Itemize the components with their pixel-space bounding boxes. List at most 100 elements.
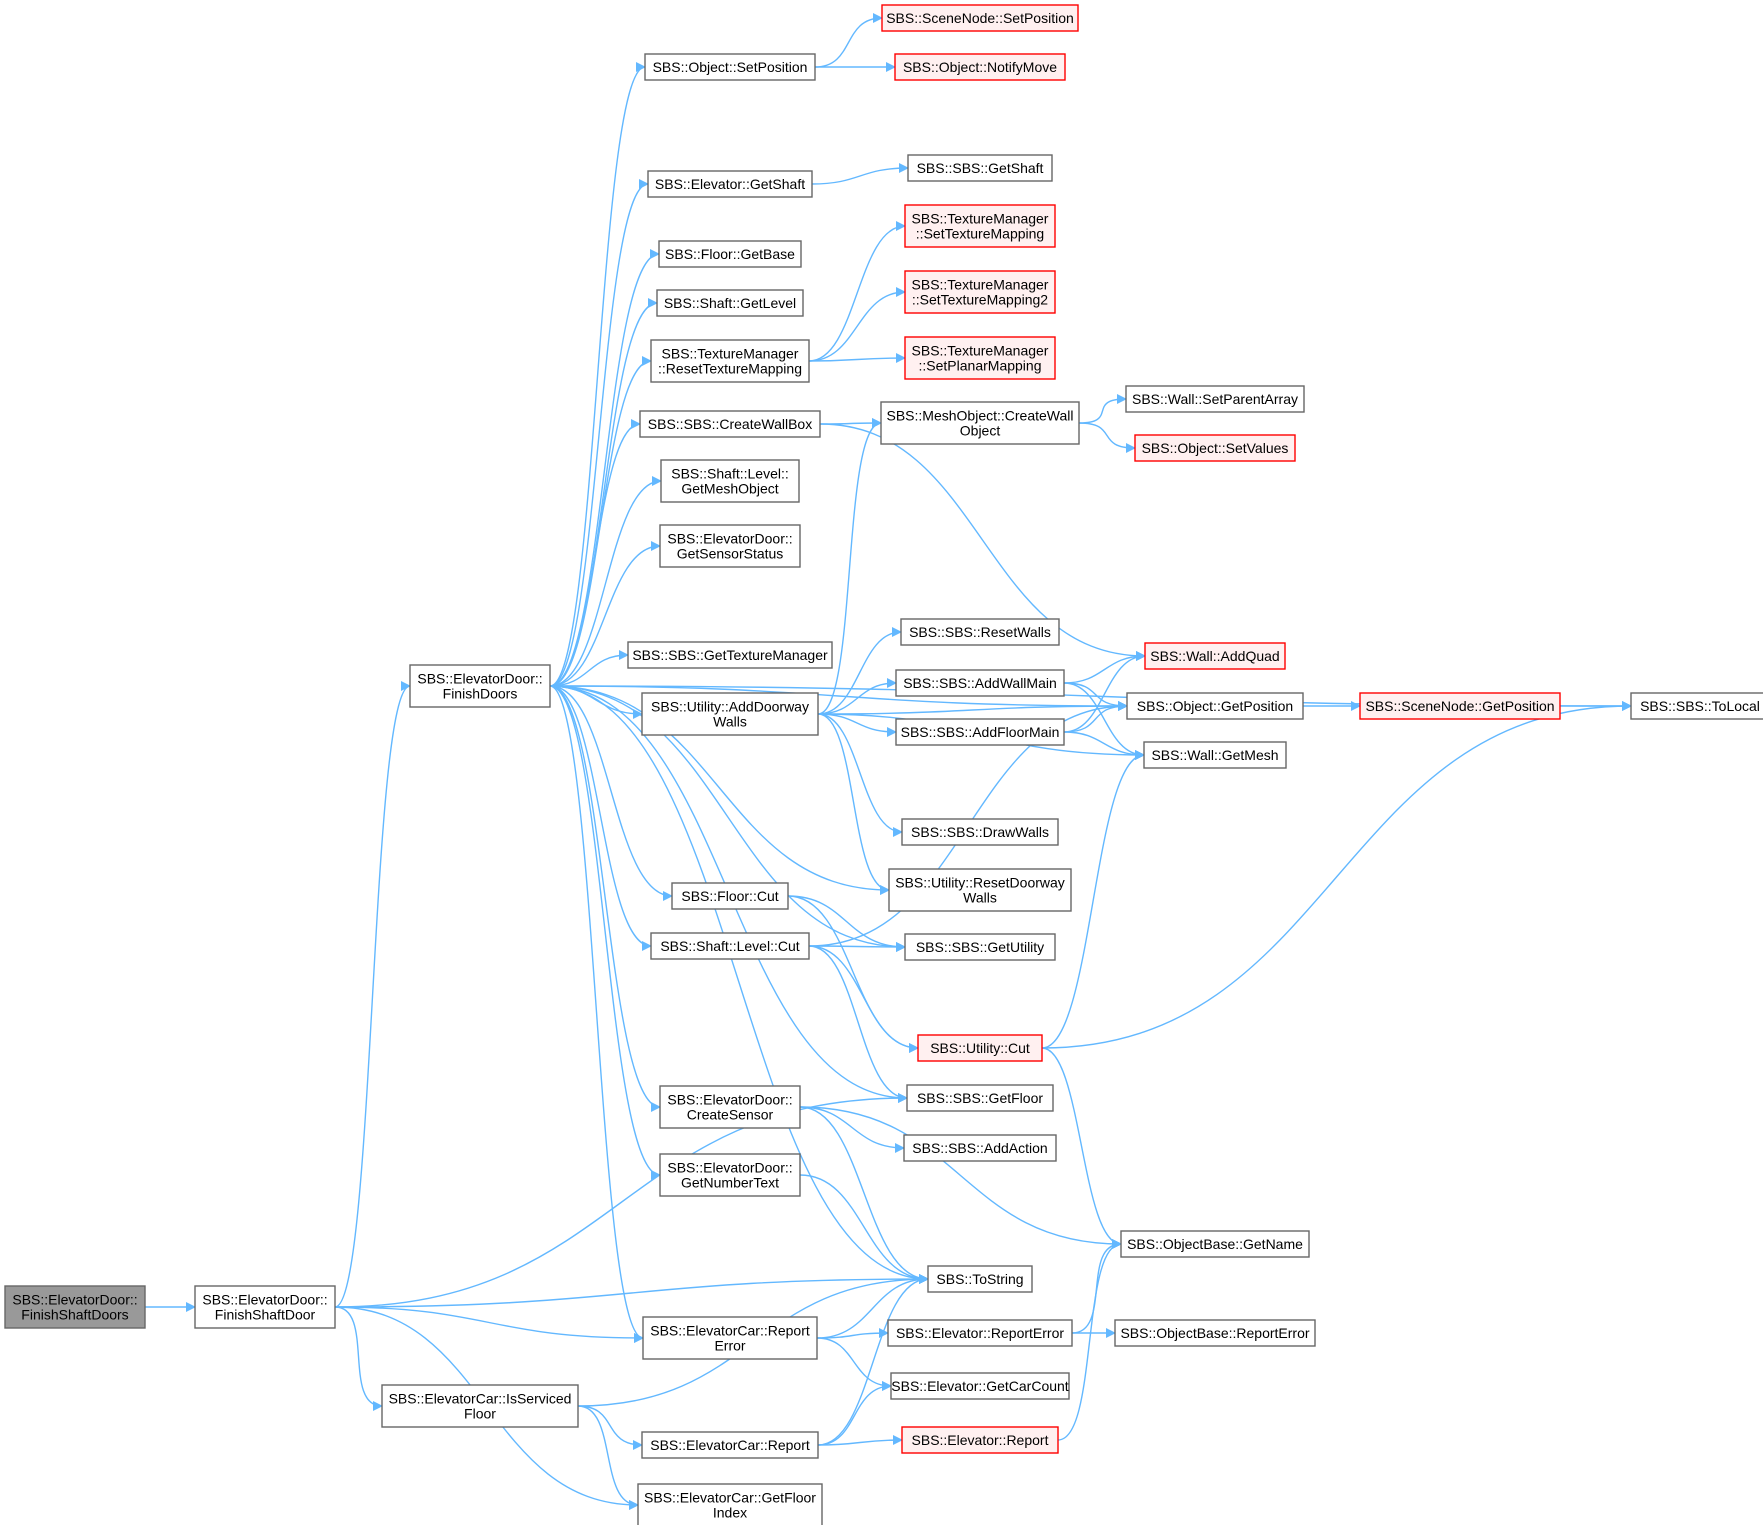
node-slc[interactable]: SBS::Shaft::Level::Cut	[650, 932, 810, 960]
node-box[interactable]	[659, 1085, 801, 1129]
node-box[interactable]	[887, 1319, 1073, 1347]
node-box[interactable]	[409, 664, 551, 708]
node-wgm[interactable]: SBS::Wall::GetMesh	[1143, 741, 1287, 769]
node-tmstm[interactable]: SBS::TextureManager::SetTextureMapping	[904, 204, 1056, 248]
node-box[interactable]	[895, 718, 1065, 746]
node-ogp[interactable]: SBS::Object::GetPosition	[1126, 692, 1304, 720]
node-box[interactable]	[659, 524, 801, 568]
node-osp[interactable]: SBS::Object::SetPosition	[644, 53, 816, 81]
node-sresetw[interactable]: SBS::SBS::ResetWalls	[900, 618, 1060, 646]
node-box[interactable]	[1120, 1230, 1310, 1258]
node-onm[interactable]: SBS::Object::NotifyMove	[894, 53, 1066, 81]
node-box[interactable]	[1630, 692, 1763, 720]
node-er[interactable]: SBS::Elevator::Report	[901, 1426, 1059, 1454]
node-box[interactable]	[637, 1483, 823, 1525]
node-uc[interactable]: SBS::Utility::Cut	[917, 1034, 1043, 1062]
node-sgtm[interactable]: SBS::SBS::GetTextureManager	[627, 641, 833, 669]
node-saa[interactable]: SBS::SBS::AddAction	[903, 1134, 1057, 1162]
node-box[interactable]	[194, 1285, 336, 1329]
node-root[interactable]: SBS::ElevatorDoor::FinishShaftDoors	[4, 1285, 146, 1329]
node-box[interactable]	[381, 1384, 579, 1428]
node-ecre[interactable]: SBS::ElevatorCar::ReportError	[642, 1316, 818, 1360]
node-box[interactable]	[627, 641, 833, 669]
node-ecr[interactable]: SBS::ElevatorCar::Report	[641, 1431, 819, 1459]
node-box[interactable]	[906, 1084, 1054, 1112]
node-fsd[interactable]: SBS::ElevatorDoor::FinishShaftDoor	[194, 1285, 336, 1329]
node-box[interactable]	[881, 4, 1079, 32]
node-box[interactable]	[1125, 385, 1305, 413]
node-safm[interactable]: SBS::SBS::AddFloorMain	[895, 718, 1065, 746]
node-ere[interactable]: SBS::Elevator::ReportError	[887, 1319, 1073, 1347]
node-box[interactable]	[639, 410, 821, 438]
node-sgs[interactable]: SBS::SBS::GetShaft	[907, 154, 1053, 182]
node-egs[interactable]: SBS::Elevator::GetShaft	[647, 170, 813, 198]
node-edgss[interactable]: SBS::ElevatorDoor::GetSensorStatus	[659, 524, 801, 568]
node-sgl[interactable]: SBS::Shaft::GetLevel	[656, 289, 804, 317]
node-stl[interactable]: SBS::SBS::ToLocal	[1630, 692, 1763, 720]
node-wspa[interactable]: SBS::Wall::SetParentArray	[1125, 385, 1305, 413]
node-cwb[interactable]: SBS::SBS::CreateWallBox	[639, 410, 821, 438]
node-tmrtm[interactable]: SBS::TextureManager::ResetTextureMapping	[650, 339, 810, 383]
node-box[interactable]	[641, 1431, 819, 1459]
node-sawm[interactable]: SBS::SBS::AddWallMain	[895, 669, 1065, 697]
node-box[interactable]	[901, 1426, 1059, 1454]
node-box[interactable]	[904, 933, 1056, 961]
node-fd[interactable]: SBS::ElevatorDoor::FinishDoors	[409, 664, 551, 708]
node-box[interactable]	[659, 1153, 801, 1197]
node-box[interactable]	[904, 270, 1056, 314]
node-box[interactable]	[888, 868, 1072, 912]
node-box[interactable]	[4, 1285, 146, 1329]
node-box[interactable]	[903, 1134, 1057, 1162]
node-sdw[interactable]: SBS::SBS::DrawWalls	[901, 818, 1059, 846]
node-osv[interactable]: SBS::Object::SetValues	[1134, 434, 1296, 462]
node-sngp[interactable]: SBS::SceneNode::GetPosition	[1359, 692, 1561, 720]
node-obgn[interactable]: SBS::ObjectBase::GetName	[1120, 1230, 1310, 1258]
node-sgu[interactable]: SBS::SBS::GetUtility	[904, 933, 1056, 961]
node-fc[interactable]: SBS::Floor::Cut	[671, 882, 789, 910]
node-box[interactable]	[1143, 741, 1287, 769]
node-box[interactable]	[904, 204, 1056, 248]
node-box[interactable]	[1144, 642, 1286, 670]
node-edgnt[interactable]: SBS::ElevatorDoor::GetNumberText	[659, 1153, 801, 1197]
node-box[interactable]	[880, 401, 1080, 445]
node-sgf[interactable]: SBS::SBS::GetFloor	[906, 1084, 1054, 1112]
node-box[interactable]	[641, 692, 819, 736]
node-box[interactable]	[900, 618, 1060, 646]
node-box[interactable]	[907, 154, 1053, 182]
node-box[interactable]	[647, 170, 813, 198]
node-box[interactable]	[671, 882, 789, 910]
node-snsp[interactable]: SBS::SceneNode::SetPosition	[881, 4, 1079, 32]
node-box[interactable]	[1359, 692, 1561, 720]
node-slgmo[interactable]: SBS::Shaft::Level::GetMeshObject	[660, 459, 800, 503]
node-box[interactable]	[1114, 1319, 1316, 1347]
node-box[interactable]	[642, 1316, 818, 1360]
node-edcs[interactable]: SBS::ElevatorDoor::CreateSensor	[659, 1085, 801, 1129]
node-box[interactable]	[650, 339, 810, 383]
node-box[interactable]	[1126, 692, 1304, 720]
node-waq[interactable]: SBS::Wall::AddQuad	[1144, 642, 1286, 670]
node-box[interactable]	[901, 818, 1059, 846]
node-box[interactable]	[917, 1034, 1043, 1062]
node-box[interactable]	[644, 53, 816, 81]
node-box[interactable]	[927, 1265, 1033, 1293]
node-box[interactable]	[904, 336, 1056, 380]
node-box[interactable]	[894, 53, 1066, 81]
node-box[interactable]	[660, 459, 800, 503]
node-box[interactable]	[650, 932, 810, 960]
node-tmspm[interactable]: SBS::TextureManager::SetPlanarMapping	[904, 336, 1056, 380]
node-box[interactable]	[890, 1372, 1070, 1400]
node-box[interactable]	[658, 240, 802, 268]
node-egcc[interactable]: SBS::Elevator::GetCarCount	[890, 1372, 1070, 1400]
node-box[interactable]	[895, 669, 1065, 697]
node-tmstm2[interactable]: SBS::TextureManager::SetTextureMapping2	[904, 270, 1056, 314]
node-sts[interactable]: SBS::ToString	[927, 1265, 1033, 1293]
node-obre[interactable]: SBS::ObjectBase::ReportError	[1114, 1319, 1316, 1347]
node-fgb[interactable]: SBS::Floor::GetBase	[658, 240, 802, 268]
node-box[interactable]	[1134, 434, 1296, 462]
node-box[interactable]	[656, 289, 804, 317]
